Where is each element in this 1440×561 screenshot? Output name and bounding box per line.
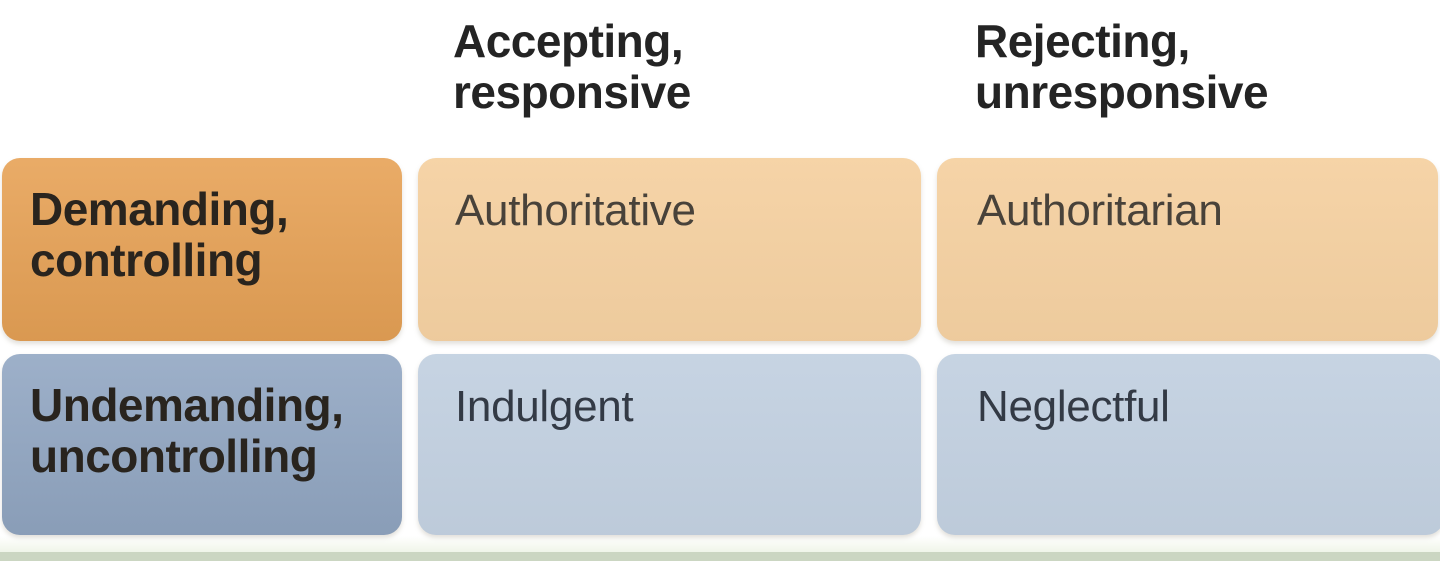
cell-label: Indulgent: [455, 382, 634, 431]
cell-label: Authoritarian: [977, 186, 1223, 235]
cell-label: Neglectful: [977, 382, 1170, 431]
column-header-line: unresponsive: [975, 66, 1269, 118]
column-header-rejecting: Rejecting, unresponsive: [975, 15, 1269, 118]
bottom-fade: [0, 536, 1440, 552]
row-header-line: controlling: [30, 234, 263, 286]
cell-label: Authoritative: [455, 186, 696, 235]
cell-indulgent: Indulgent: [418, 354, 921, 535]
column-header-line: Accepting,: [453, 15, 684, 67]
cell-neglectful: Neglectful: [937, 354, 1440, 535]
bottom-strip: [0, 552, 1440, 561]
row-header-line: uncontrolling: [30, 430, 318, 482]
row-header-line: Demanding,: [30, 183, 289, 235]
column-header-line: Rejecting,: [975, 15, 1190, 67]
column-header-accepting: Accepting, responsive: [453, 16, 691, 118]
row-header-line: Undemanding,: [30, 379, 344, 431]
row-header-undemanding: Undemanding, uncontrolling: [2, 354, 402, 535]
cell-authoritative: Authoritative: [418, 158, 921, 341]
row-header-demanding: Demanding, controlling: [2, 158, 402, 341]
cell-authoritarian: Authoritarian: [937, 158, 1438, 341]
column-header-line: responsive: [453, 66, 691, 118]
